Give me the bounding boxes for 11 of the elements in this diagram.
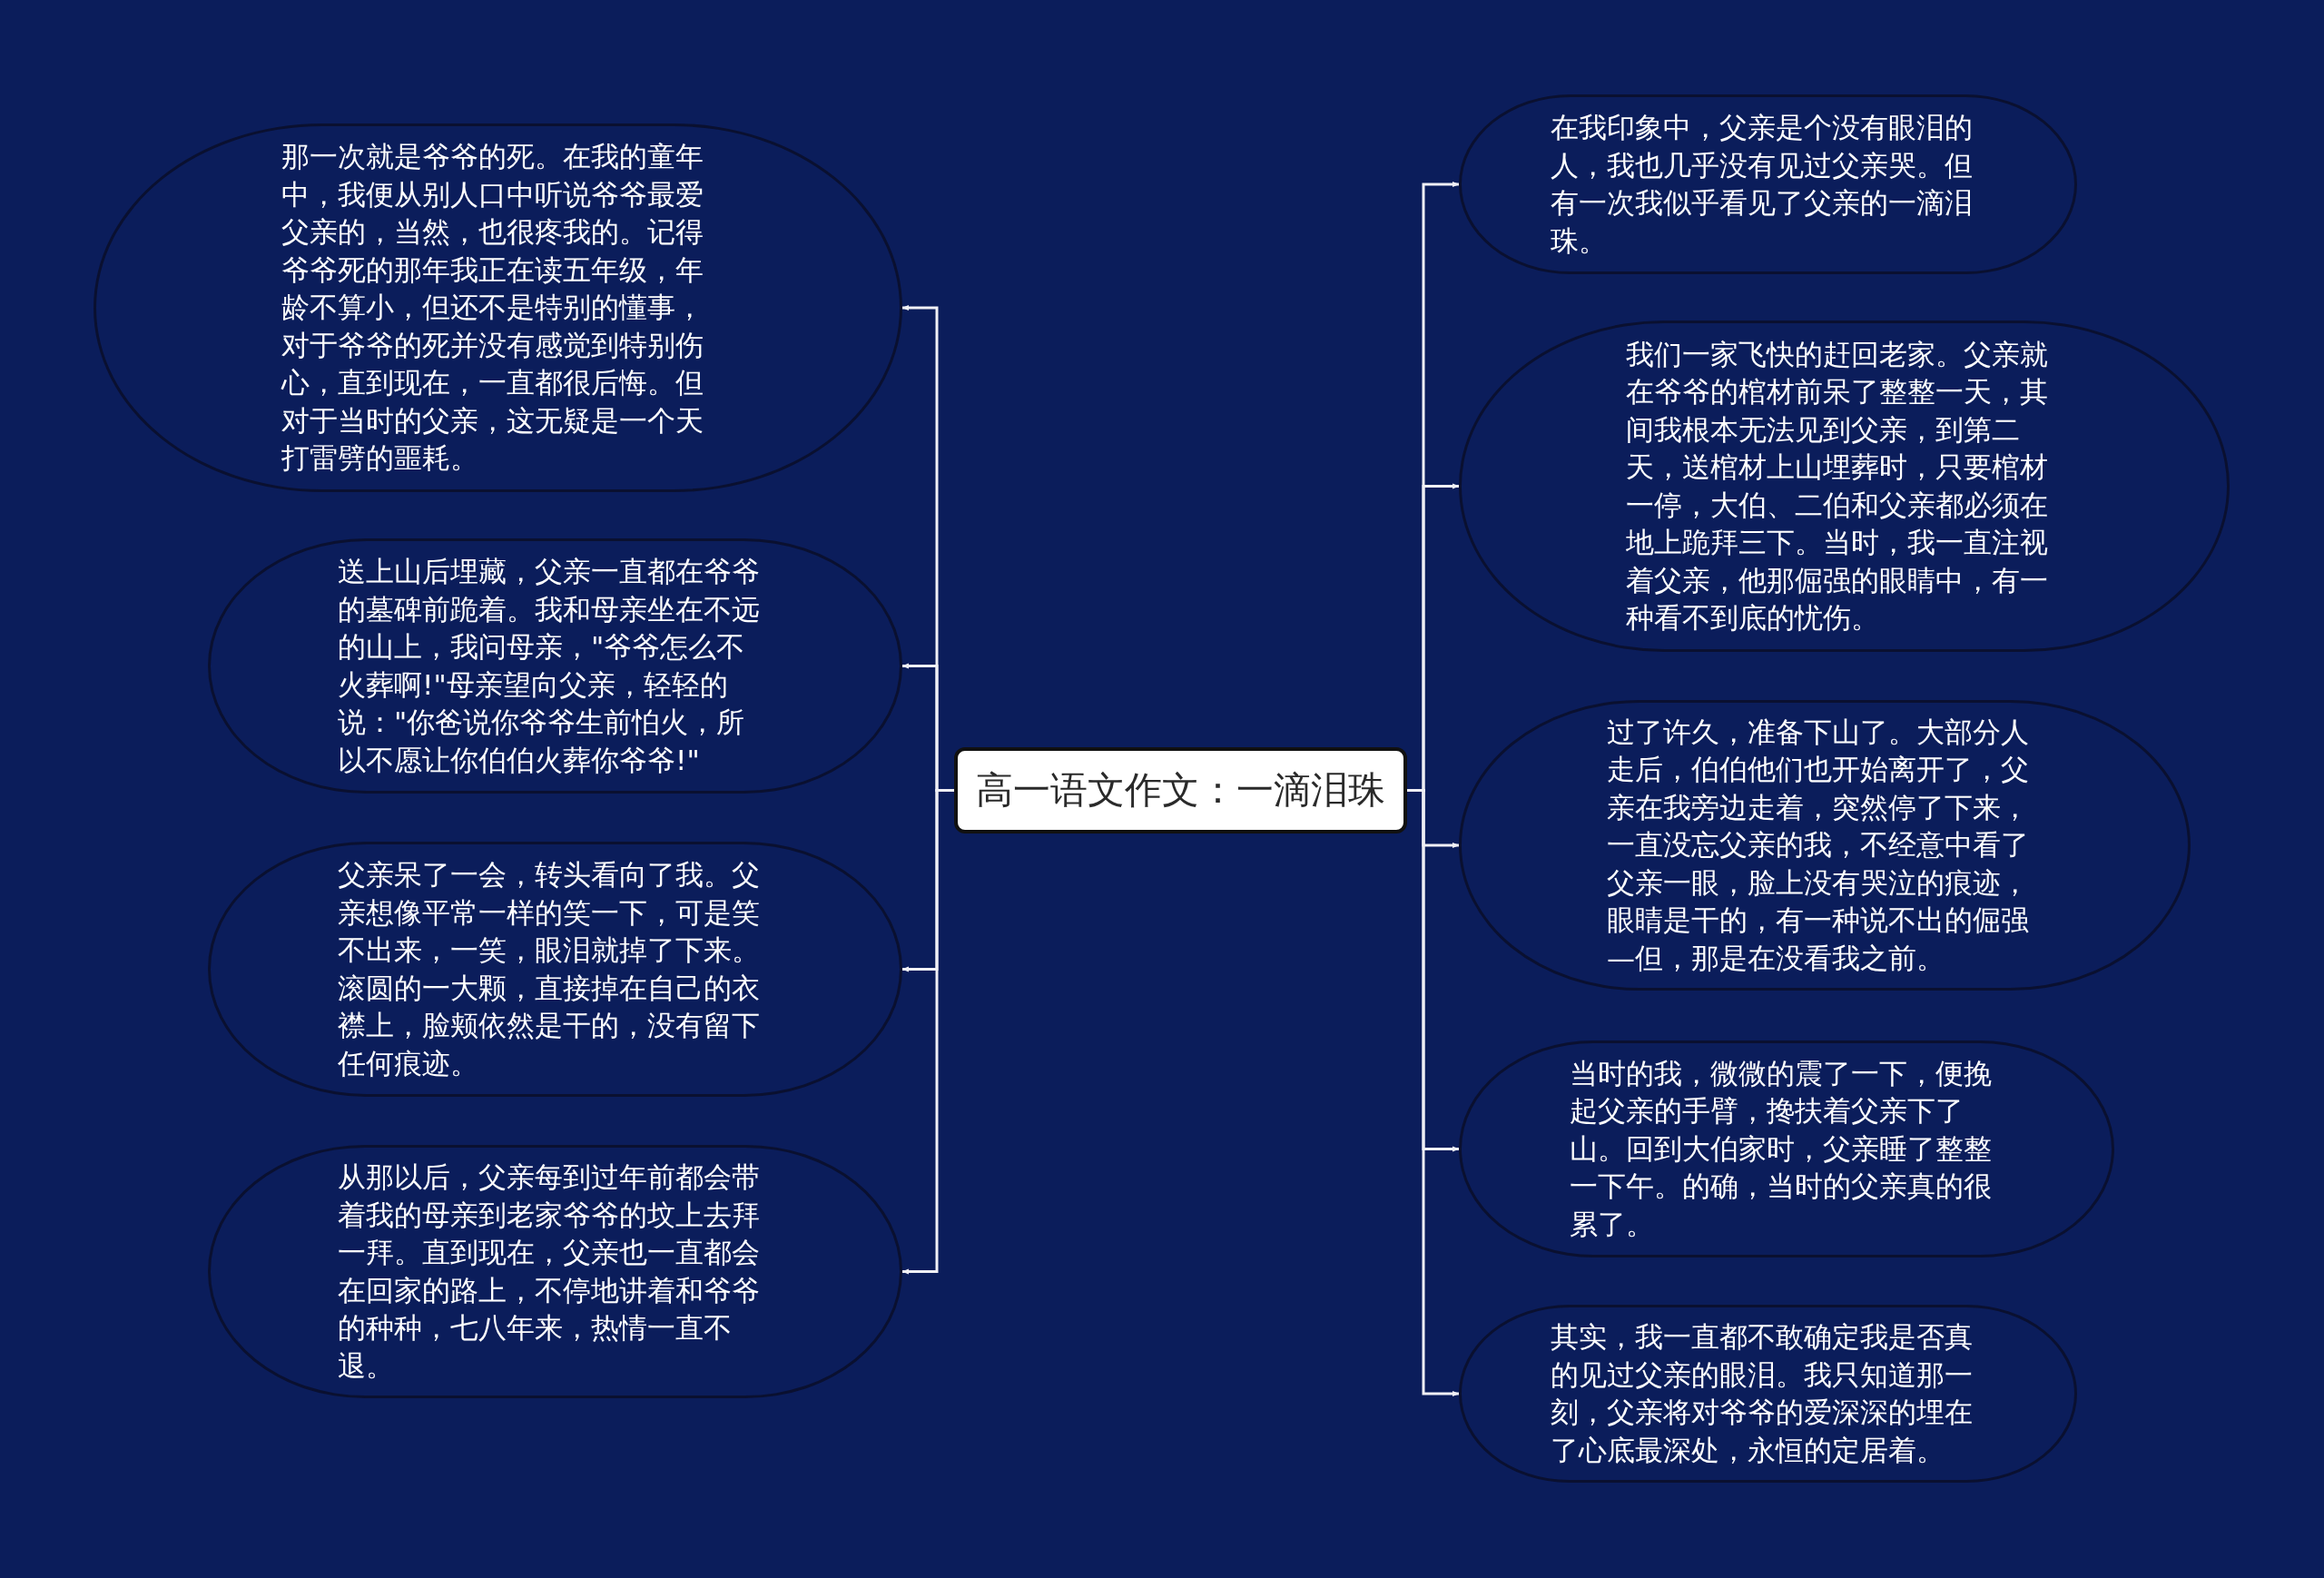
paragraph-text: 那一次就是爷爷的死。在我的童年中，我便从别人口中听说爷爷最爱父亲的，当然，也很疼我的。记得爷爷死的那年我正在读五年级，年龄不算小，但还不是特别的懂事，对于爷爷的死并没有感觉到特别伤心，直到现在，一直都很后悔。但对于当时的父亲，这无疑是一个天打雷劈的噩耗。 xyxy=(281,139,704,477)
paragraph-text: 从那以后，父亲每到过年前都会带着我的母亲到老家爷爷的坟上去拜一拜。直到现在，父亲也一直都会在回家的路上，不停地讲着和爷爷的种种，七八年来，热情一直不退。 xyxy=(338,1159,761,1384)
paragraph-text: 我们一家飞快的赶回老家。父亲就在爷爷的棺材前呆了整整一天，其间我根本无法见到父亲，到第二天，送棺材上山埋葬时，只要棺材一停，大伯、二伯和父亲都必须在地上跪拜三下。当时，我一直注视着父亲，他那倔强的眼睛中，有一种看不到底的忧伤。 xyxy=(1626,336,2049,636)
paragraph-text: 送上山后埋藏，父亲一直都在爷爷的墓碑前跪着。我和母亲坐在不远的山上，我问母亲，"爷爷怎么不火葬啊!"母亲望向父亲，轻轻的说："你爸说你爷爷生前怕火，所以不愿让你伯伯火葬你爷爷!" xyxy=(338,554,761,778)
paragraph-text: 过了许久，准备下山了。大部分人走后，伯伯他们也开始离开了，父亲在我旁边走着，突然停了下来，一直没忘父亲的我，不经意中看了父亲一眼，脸上没有哭泣的痕迹，眼睛是干的，有一种说不出的倔强—但，那是在没看我之前。 xyxy=(1607,714,2030,976)
paragraph-text: 其实，我一直都不敢确定我是否真的见过父亲的眼泪。我只知道那一刻，父亲将对爷爷的爱深深的埋在了心底最深处，永恒的定居着。 xyxy=(1551,1319,1974,1468)
topic-title: 高一语文作文：一滴泪珠 xyxy=(976,767,1385,814)
paragraph-text: 当时的我，微微的震了一下，便挽起父亲的手臂，搀扶着父亲下了山。回到大伯家时，父亲睡了整整一下午。的确，当时的父亲真的很累了。 xyxy=(1570,1055,1993,1242)
paragraph-text: 在我印象中，父亲是个没有眼泪的人，我也几乎没有见过父亲哭。但有一次我似乎看见了父亲的一滴泪珠。 xyxy=(1551,110,1974,259)
paragraph-text: 父亲呆了一会，转头看向了我。父亲想像平常一样的笑一下，可是笑不出来，一笑，眼泪就掉了下来。滚圆的一大颗，直接掉在自己的衣襟上，脸颊依然是干的，没有留下任何痕迹。 xyxy=(338,857,761,1081)
topic-box xyxy=(954,747,1407,833)
